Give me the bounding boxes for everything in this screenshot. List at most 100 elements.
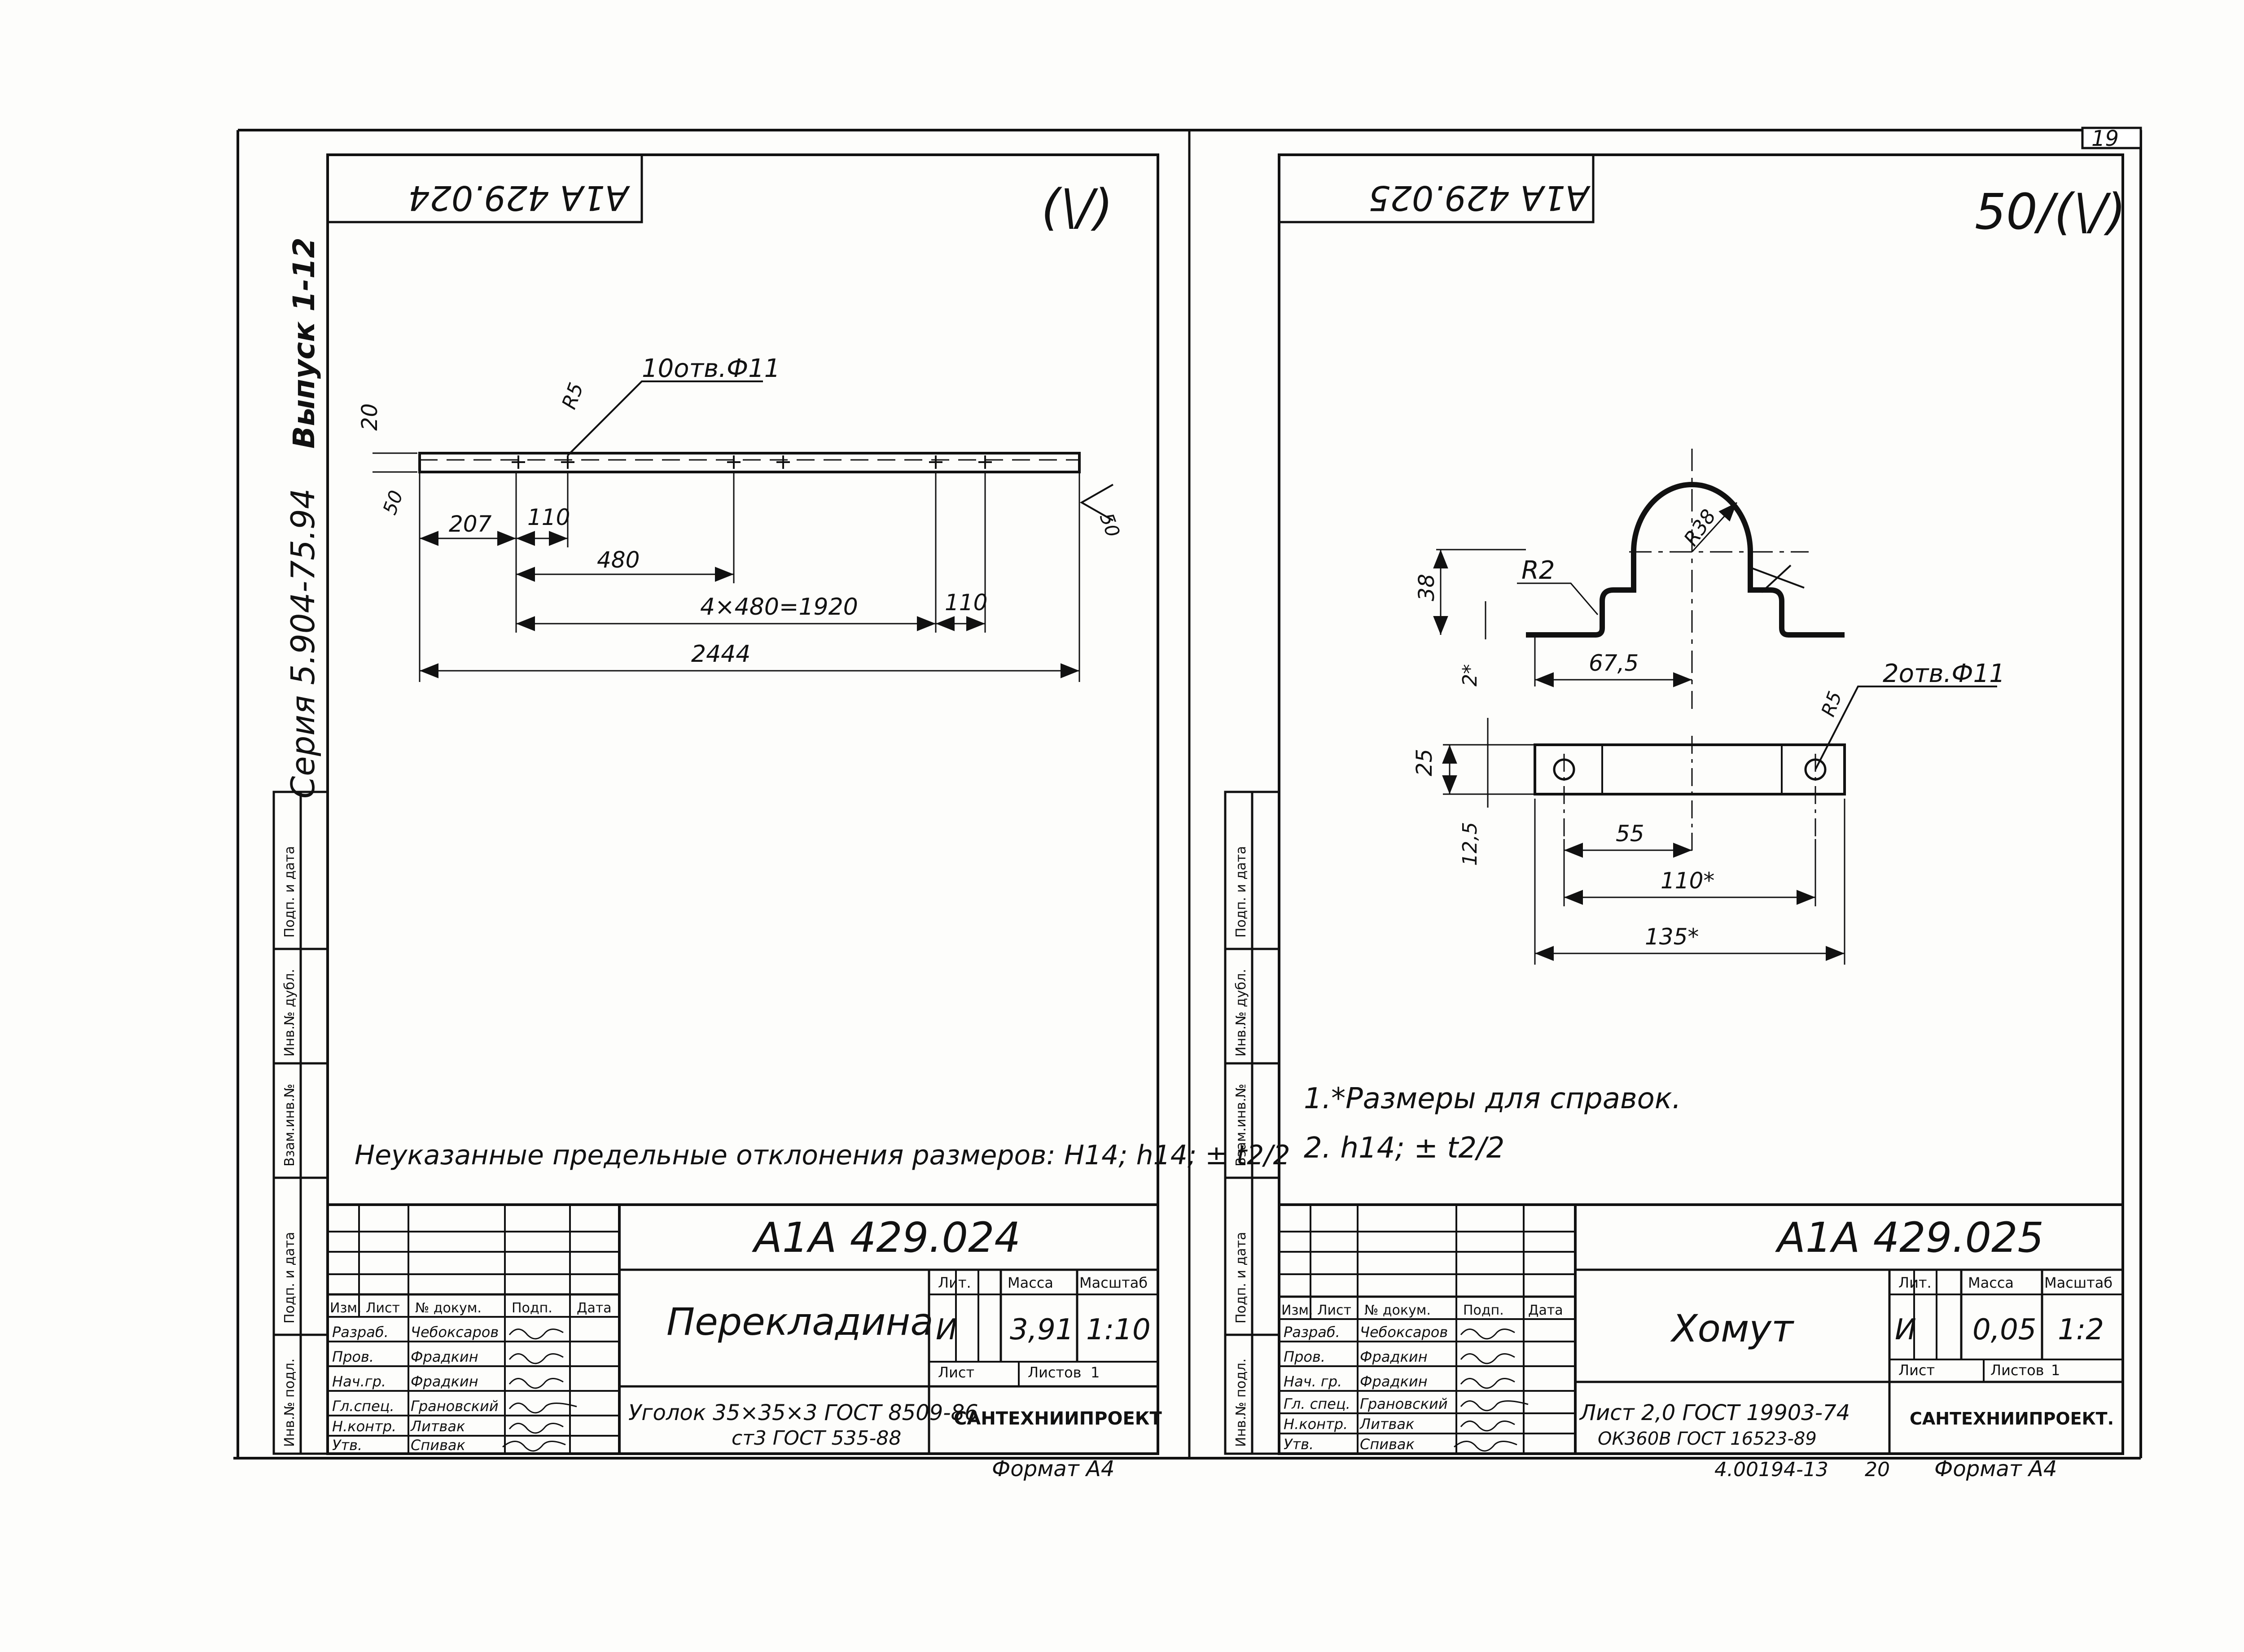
left-tb-sheets-label: Листов <box>1028 1364 1082 1381</box>
right-tb-name: Хомут <box>1670 1307 1794 1350</box>
right-bottom-code: 4.00194-13 <box>1714 1458 1828 1481</box>
left-tb-person-3: Фрадкин <box>411 1373 478 1390</box>
right-side-strip <box>1224 791 1280 1455</box>
right-tb-h-list: Лист <box>1317 1302 1351 1318</box>
right-side-label-4: Инв.№ дубл. <box>1233 969 1249 1057</box>
left-tb-role-2: Пров. <box>332 1348 374 1365</box>
left-format: Формат А4 <box>992 1456 1114 1482</box>
right-tb-signatures <box>1454 1329 1529 1452</box>
right-tb-role-2: Пров. <box>1284 1348 1325 1365</box>
right-side-label-2: Подп. и дата <box>1233 1232 1249 1324</box>
right-tb-person-2: Фрадкин <box>1360 1348 1428 1365</box>
right-tb-h-doc: № докум. <box>1364 1302 1431 1318</box>
left-dim-2444: 2444 <box>691 641 750 668</box>
left-top-code: А1А 429.024 <box>408 178 631 218</box>
left-tb-role-3: Нач.гр. <box>332 1373 386 1390</box>
right-bottom-num: 20 <box>1865 1458 1890 1481</box>
right-tb-role-4: Гл. спец. <box>1284 1395 1350 1412</box>
right-roughness-symbol: 50/(\/) <box>1975 183 2126 240</box>
right-tb-h-sign: Подп. <box>1463 1302 1504 1318</box>
left-tb-lit-label: Лит. <box>938 1274 971 1291</box>
right-r5-label: R5 <box>1817 688 1846 719</box>
right-tb-lit: И <box>1895 1313 1916 1346</box>
right-side-label-5: Подп. и дата <box>1233 846 1249 938</box>
right-tb-mass-label: Масса <box>1968 1274 2014 1291</box>
page-number-box <box>2081 127 2142 149</box>
right-tb-sheets: 1 <box>2051 1362 2060 1379</box>
left-dim-207: 207 <box>449 511 492 537</box>
left-side-label-4: Инв.№ дубл. <box>282 969 298 1057</box>
left-tb-material-2: ст3 ГОСТ 535-88 <box>732 1427 901 1450</box>
left-tb-h-izm: Изм. <box>330 1300 362 1316</box>
left-tb-material-1: Уголок 35×35×3 ГОСТ 8509-86 <box>628 1400 978 1425</box>
right-tb-sheets-label: Листов <box>1990 1362 2044 1379</box>
right-tb-h-izm: Изм. <box>1281 1302 1313 1318</box>
left-dim-50: 50 <box>378 487 407 517</box>
right-note-1: 1.*Размеры для справок. <box>1304 1082 1681 1115</box>
right-format: Формат А4 <box>1934 1456 2057 1482</box>
left-tb-lit: И <box>936 1313 957 1346</box>
left-hole-note: 10отв.Ф11 <box>642 354 780 383</box>
right-top-code: А1А 429.025 <box>1368 178 1591 218</box>
series-text: Серия 5.904-75.94 <box>284 489 322 799</box>
right-tb-role-3: Нач. гр. <box>1284 1373 1342 1390</box>
left-dim-1920: 4×480=1920 <box>700 594 858 621</box>
right-tb-lit-label: Лит. <box>1898 1274 1932 1291</box>
left-r-label: R5 <box>557 380 588 412</box>
right-dim-675: 67,5 <box>1589 650 1639 676</box>
right-tb-code: А1А 429.025 <box>1775 1214 2044 1262</box>
left-tb-scale-label: Масштаб <box>1079 1274 1148 1291</box>
left-side-label-3: Взам.инв.№ <box>282 1084 298 1167</box>
right-tb-person-4: Грановский <box>1360 1395 1448 1412</box>
right-side-label-1: Инв.№ подл. <box>1233 1359 1249 1447</box>
left-tb-role-5: Н.контр. <box>332 1418 396 1435</box>
left-tb-role-6: Утв. <box>332 1437 362 1454</box>
right-tb-person-6: Спивак <box>1360 1436 1415 1453</box>
left-tb-mass-label: Масса <box>1008 1274 1053 1291</box>
left-side-strip <box>272 791 329 1455</box>
right-tb-person-1: Чебоксаров <box>1360 1324 1448 1341</box>
right-r2-label: R2 <box>1521 556 1555 585</box>
left-tb-h-date: Дата <box>577 1300 612 1316</box>
right-dim-110: 110* <box>1661 868 1714 894</box>
left-tb-name: Перекладина <box>666 1300 934 1344</box>
left-side-label-5: Подп. и дата <box>282 846 298 938</box>
right-tb-material-2: ОК360В ГОСТ 16523-89 <box>1598 1429 1817 1449</box>
left-dim-110b: 110 <box>945 590 987 616</box>
right-clamp-profile <box>1526 482 1845 638</box>
right-hole-note: 2отв.Ф11 <box>1883 659 2005 688</box>
right-dim-55: 55 <box>1616 821 1644 847</box>
left-tb-sheets: 1 <box>1091 1364 1100 1381</box>
right-tb-person-5: Литвак <box>1359 1416 1415 1433</box>
left-part-outline <box>418 452 1081 473</box>
right-tb-org: САНТЕХНИИПРОЕКТ. <box>1910 1409 2114 1429</box>
page-number: 19 <box>2091 126 2119 151</box>
right-tb-mass: 0,05 <box>1972 1313 2037 1346</box>
left-tb-code: А1А 429.024 <box>752 1214 1021 1262</box>
left-side-label-2: Подп. и дата <box>282 1232 298 1324</box>
left-tb-person-5: Литвак <box>410 1418 465 1435</box>
left-hole-marks <box>512 455 992 469</box>
right-tb-scale-label: Масштаб <box>2044 1274 2113 1291</box>
right-note-2: 2. h14; ± t2/2 <box>1304 1132 1504 1165</box>
left-tb-h-sign: Подп. <box>512 1300 552 1316</box>
right-tb-role-1: Разраб. <box>1284 1324 1340 1341</box>
right-dim-2: 2* <box>1459 664 1481 686</box>
left-tb-role-4: Гл.спец. <box>332 1398 394 1415</box>
right-tb-material-1: Лист 2,0 ГОСТ 19903-74 <box>1579 1400 1850 1425</box>
right-dim-135: 135* <box>1645 924 1699 950</box>
left-tb-sheet-label: Лист <box>938 1364 974 1381</box>
left-tb-mass: 3,91 <box>1010 1313 1074 1346</box>
outer-frame <box>233 129 2142 1460</box>
issue-text: Выпуск 1-12 <box>287 237 321 449</box>
left-side-label-1: Инв.№ подл. <box>282 1359 298 1447</box>
right-tb-h-date: Дата <box>1528 1302 1563 1318</box>
left-dim-480: 480 <box>597 547 640 573</box>
left-sheet: А1А 429.024 (\/) 10отв.Ф11 R5 20 50 50 <box>272 153 1290 1482</box>
right-dim-38: 38 <box>1414 574 1439 601</box>
left-roughness-symbol: (\/) <box>1041 179 1113 236</box>
right-side-label-3: Взам.инв.№ <box>1233 1084 1249 1167</box>
left-dim-50b: 50 <box>1096 510 1124 540</box>
left-tb-scale: 1:10 <box>1086 1313 1151 1346</box>
